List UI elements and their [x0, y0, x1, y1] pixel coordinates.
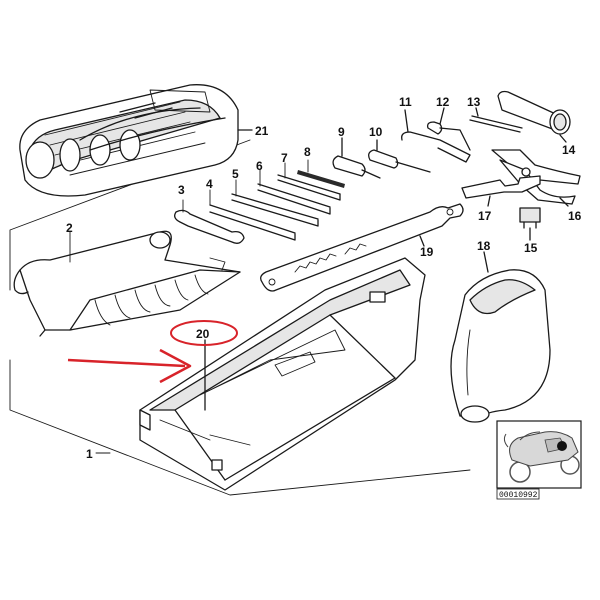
flat-bar-tool: [461, 175, 541, 207]
label-part-13: 13: [467, 95, 481, 109]
tommy-bar: [469, 107, 523, 133]
label-part-1: 1: [86, 447, 93, 461]
screwdriver-9: [332, 137, 381, 179]
label-part-11: 11: [399, 95, 412, 109]
screwdriver-10: [368, 139, 431, 173]
curved-hose: [450, 251, 551, 423]
hex-keys: [209, 159, 345, 241]
tool-tray: [139, 257, 426, 491]
label-part-5: 5: [232, 167, 239, 181]
label-part-18: 18: [477, 239, 491, 253]
locator-inset: 00010992: [496, 420, 582, 500]
label-part-6: 6: [256, 159, 263, 173]
label-part-2: 2: [66, 221, 73, 235]
tool-pouch: [13, 230, 241, 337]
long-tool-strip: [260, 203, 464, 292]
label-part-9: 9: [338, 125, 345, 139]
rolled-tool-kit: [19, 84, 253, 197]
label-part-14: 14: [562, 143, 576, 157]
diagram-code: 00010992: [499, 491, 538, 500]
label-part-12: 12: [436, 95, 450, 109]
label-part-3: 3: [178, 183, 185, 197]
highlight-arrow-head: [159, 348, 192, 384]
label-part-4: 4: [206, 177, 213, 191]
part-labels: 1 2 3 4 5 6 7 8 9 10 11 12 13 14 15 16 1…: [66, 95, 582, 461]
open-end-wrench: [174, 199, 245, 244]
box-spanner: [497, 90, 571, 143]
pliers: [491, 149, 581, 207]
label-part-19: 19: [420, 245, 434, 259]
label-part-7: 7: [281, 151, 288, 165]
motorcycle-locator-icon: [503, 431, 580, 483]
hook-tool: [401, 109, 471, 163]
label-part-15: 15: [524, 241, 538, 255]
fuse: [519, 207, 541, 241]
spark-plug-handle: [426, 107, 471, 151]
label-part-21: 21: [255, 124, 269, 138]
label-part-10: 10: [369, 125, 383, 139]
label-part-8: 8: [304, 145, 311, 159]
label-part-20: 20: [196, 327, 210, 341]
highlight-ellipse: [170, 320, 238, 346]
label-part-16: 16: [568, 209, 582, 223]
highlight-marker: [67, 320, 238, 384]
highlight-arrow: [67, 358, 186, 368]
label-part-17: 17: [478, 209, 492, 223]
